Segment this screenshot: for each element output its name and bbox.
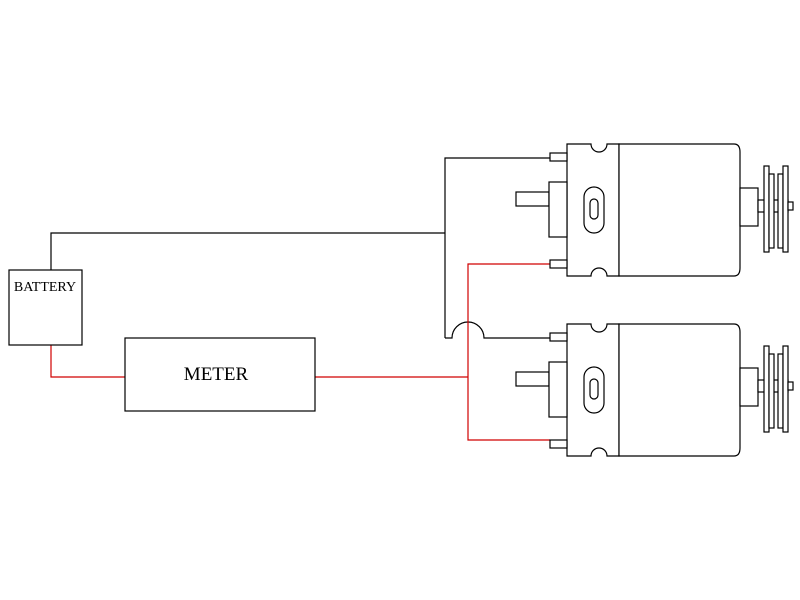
meter-box — [124, 337, 316, 412]
battery-label: BATTERY — [14, 280, 76, 295]
red-wire — [50, 263, 550, 441]
battery: BATTERY — [8, 269, 83, 346]
black-wire — [50, 157, 550, 339]
battery-box — [8, 269, 83, 346]
motor-2 — [515, 323, 794, 457]
wire-battery-to-junction — [50, 232, 445, 270]
wire-to-motor2-bottom-terminal — [467, 377, 550, 441]
motor-1 — [515, 143, 794, 277]
motor-2-body — [515, 323, 794, 457]
meter: METER — [124, 337, 316, 412]
wire-to-motor1-top-terminal — [444, 157, 550, 338]
motor-1-body — [515, 143, 794, 277]
meter-label: METER — [184, 364, 249, 385]
wire-to-motor1-bottom-terminal — [467, 263, 550, 377]
wire-hop-to-motor2-top-terminal — [445, 321, 550, 339]
wire-battery-to-meter — [50, 345, 125, 378]
